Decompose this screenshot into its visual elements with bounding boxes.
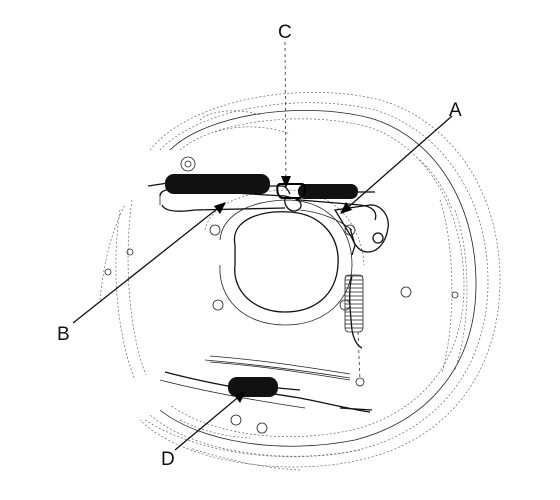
label-a: A — [449, 100, 462, 121]
arrowhead-a — [340, 202, 352, 214]
lower-shoe — [159, 355, 373, 413]
label-c: C — [278, 22, 292, 43]
right-spring — [344, 227, 365, 387]
adjuster-bracket — [276, 183, 306, 212]
callout-leaders — [72, 41, 453, 451]
arrowhead-b — [214, 202, 226, 214]
label-b: B — [57, 324, 70, 345]
backing-plate — [99, 92, 501, 471]
upper-spring — [147, 174, 375, 199]
label-d: D — [161, 449, 175, 470]
arrowhead-c — [281, 176, 291, 188]
arrowhead-d — [234, 391, 246, 403]
drum-details — [104, 110, 459, 439]
